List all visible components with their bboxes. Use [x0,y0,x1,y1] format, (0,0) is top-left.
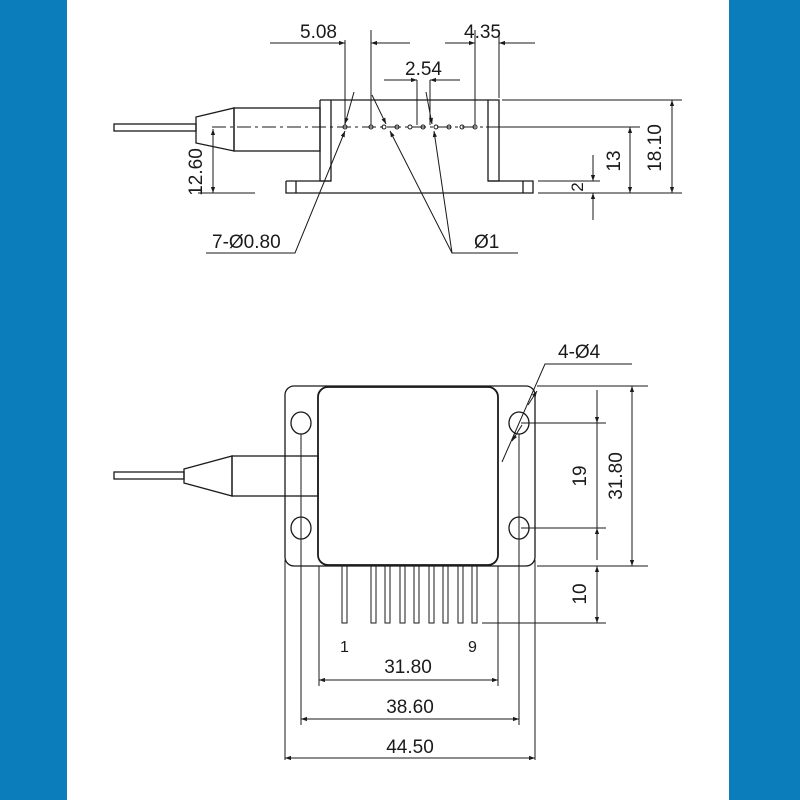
fiber-cable [113,123,197,132]
callout-pin-diameter: 7-Ø0.80 [212,232,281,253]
drawing-canvas: 5.08 4.35 2.54 7-Ø0.80 Ø1 18.10 13 [67,0,729,800]
fiber-ferrule [233,107,321,152]
side-view: 5.08 4.35 2.54 7-Ø0.80 Ø1 18.10 13 [113,22,682,254]
dim-pin-pitch-left: 5.08 [300,22,337,43]
pin-label-1: 1 [340,639,349,656]
dim-fiber-height: 12.60 [186,148,207,196]
dim-body-width: 31.80 [384,657,432,678]
dim-flange-thickness: 2 [568,182,587,191]
fiber-ferrule-top [231,455,319,497]
dim-total-height: 18.10 [645,124,666,172]
pin-label-9: 9 [468,639,477,656]
dim-pin-height: 13 [604,150,625,171]
mounting-flange [285,180,534,194]
callout-hole-diameter: Ø1 [474,232,499,253]
right-blue-border [729,0,800,800]
dim-body-height: 31.80 [606,452,627,500]
dim-hole-spacing-horizontal: 38.60 [386,697,434,718]
fiber-cable-top [113,471,185,480]
top-view: 1 9 4-Ø4 19 31.80 10 31.80 [113,342,648,761]
dim-pin-pitch-center: 2.54 [405,59,442,80]
mount-hole-top-left [290,411,312,435]
callout-mount-hole: 4-Ø4 [558,342,601,363]
dim-hole-spacing-vertical: 19 [570,465,591,486]
fiber-boot-cone-top [183,455,233,497]
dim-overall-width: 44.50 [386,737,434,758]
dim-pin-length: 10 [570,583,591,604]
technical-drawing: 5.08 4.35 2.54 7-Ø0.80 Ø1 18.10 13 [113,22,682,761]
lead-pins [341,565,478,624]
dim-pin-pitch-right: 4.35 [464,22,501,43]
left-blue-border [0,0,67,800]
base-plate [284,385,536,567]
fiber-boot-cone [195,107,235,152]
package-lid [317,386,499,566]
